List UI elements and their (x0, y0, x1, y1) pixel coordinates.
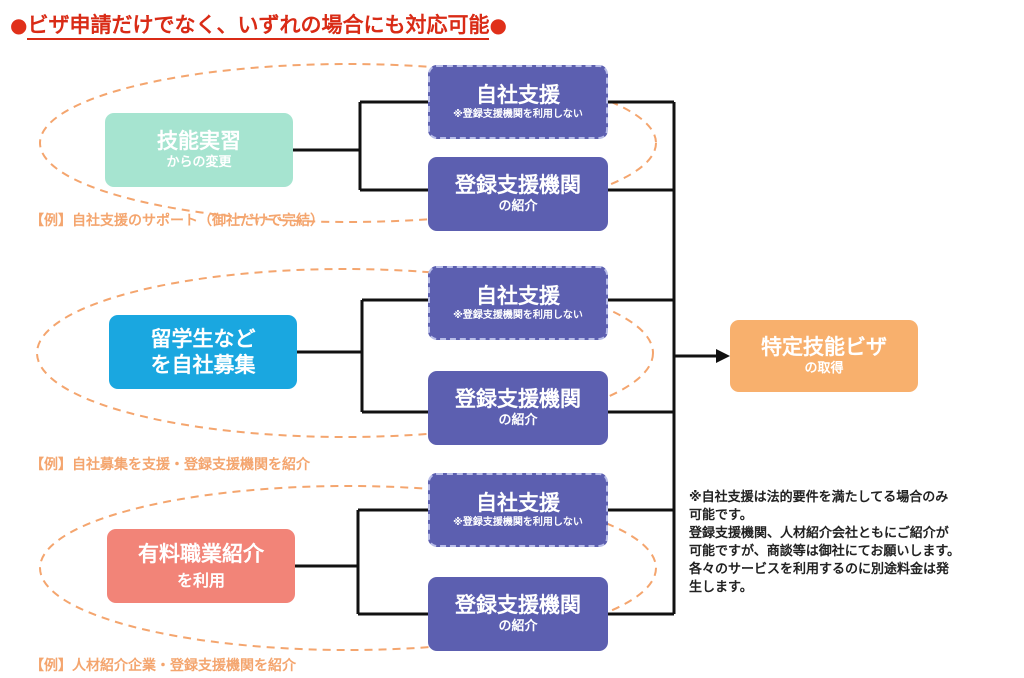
target-box-specified-skills-visa: 特定技能ビザ の取得 (730, 320, 918, 392)
self-support-main: 自社支援 (476, 284, 560, 308)
source-main: 技能実習 (157, 129, 241, 153)
self-support-box-1: 自社支援 ※登録支援機関を利用しない (428, 65, 608, 139)
source-sub: を利用 (176, 571, 225, 590)
agency-main: 登録支援機関 (455, 387, 581, 411)
self-support-sub: ※登録支援機関を利用しない (453, 109, 583, 120)
example-label-2: 【例】自社募集を支援・登録支援機関を紹介 (30, 457, 310, 473)
group-ellipse-3 (39, 485, 657, 651)
title-text: ビザ申請だけでなく、いずれの場合にも対応可能 (27, 13, 490, 40)
self-support-sub: ※登録支援機関を利用しない (453, 310, 583, 321)
example-label-1: 【例】自社支援のサポート（御社だけで完結） (30, 213, 324, 229)
example-label-3: 【例】人材紹介企業・登録支援機関を紹介 (30, 658, 296, 674)
agency-main: 登録支援機関 (455, 173, 581, 197)
branch-3 (295, 508, 428, 616)
source-sub: を自社募集 (150, 353, 256, 377)
source-box-students: 留学生など を自社募集 (109, 315, 297, 389)
group-ellipse-1 (39, 63, 657, 223)
bullet-icon: ● (10, 13, 28, 37)
agency-box-1: 登録支援機関 の紹介 (428, 157, 608, 231)
bullet-icon: ● (489, 13, 507, 37)
merge-lines (608, 100, 722, 616)
source-sub: からの変更 (166, 155, 232, 170)
agency-sub: の紹介 (498, 619, 538, 634)
self-support-box-2: 自社支援 ※登録支援機関を利用しない (428, 266, 608, 340)
branch-1 (293, 100, 428, 192)
self-support-box-3: 自社支援 ※登録支援機関を利用しない (428, 473, 608, 547)
note-line: 可能ですが、商談等は御社にてお願いします。 (689, 544, 961, 559)
agency-sub: の紹介 (498, 413, 538, 428)
arrow-head-icon (716, 349, 730, 363)
source-main: 有料職業紹介 (138, 542, 264, 566)
note-line: 可能です。 (689, 508, 753, 523)
agency-main: 登録支援機関 (455, 593, 581, 617)
agency-box-2: 登録支援機関 の紹介 (428, 371, 608, 445)
note-text: ※自社支援は法的要件を満たしてる場合のみ 可能です。 登録支援機関、人材紹介会社… (689, 489, 1024, 597)
target-sub: の取得 (804, 361, 844, 376)
note-line: ※自社支援は法的要件を満たしてる場合のみ (689, 490, 949, 505)
agency-box-3: 登録支援機関 の紹介 (428, 577, 608, 651)
note-line: 各々のサービスを利用するのに別途料金は発 (689, 562, 950, 577)
source-box-paid-placement: 有料職業紹介 を利用 (107, 529, 295, 603)
source-box-technical-intern: 技能実習 からの変更 (105, 113, 293, 187)
agency-sub: の紹介 (498, 199, 538, 214)
self-support-main: 自社支援 (476, 83, 560, 107)
group-ellipse-2 (36, 268, 654, 438)
self-support-main: 自社支援 (476, 491, 560, 515)
target-main: 特定技能ビザ (761, 335, 887, 359)
page-title: ●ビザ申請だけでなく、いずれの場合にも対応可能● (10, 8, 507, 42)
note-line: 登録支援機関、人材紹介会社ともにご紹介が (689, 526, 949, 541)
note-line: 生します。 (689, 580, 753, 595)
self-support-sub: ※登録支援機関を利用しない (453, 517, 583, 528)
branch-2 (297, 298, 428, 414)
source-main: 留学生など (150, 327, 256, 351)
